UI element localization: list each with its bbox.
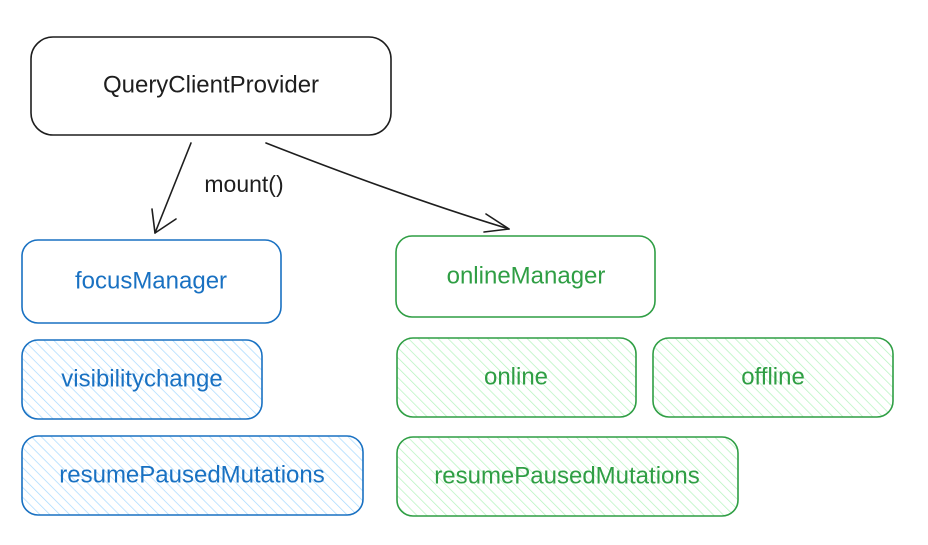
mount-edge-label: mount()	[204, 171, 283, 197]
online-resume-node: resumePausedMutations	[396, 436, 739, 517]
arrow-to-online-manager-line	[265, 142, 510, 230]
arrow-to-focus-manager-line	[154, 142, 192, 234]
online-manager-label: onlineManager	[447, 262, 606, 289]
visibility-change-node: visibilitychange	[21, 339, 263, 420]
offline-event-node: offline	[652, 337, 894, 418]
arrow-to-focus-manager	[151, 142, 192, 234]
visibility-change-label: visibilitychange	[61, 365, 222, 392]
online-resume-box	[396, 436, 739, 517]
arrow-to-focus-manager-head	[151, 208, 177, 234]
focus-resume-node: resumePausedMutations	[21, 435, 364, 516]
online-manager-node: onlineManager	[395, 235, 656, 318]
query-client-provider-node: QueryClientProvider	[30, 36, 392, 136]
focus-resume-box	[21, 435, 364, 516]
query-client-provider-box	[30, 36, 392, 136]
visibility-change-box	[21, 339, 263, 420]
online-event-box	[396, 337, 637, 418]
online-resume-label: resumePausedMutations	[434, 462, 699, 489]
online-manager-box	[395, 235, 656, 318]
focus-manager-node: focusManager	[21, 239, 282, 324]
online-event-node: online	[396, 337, 637, 418]
focus-manager-box	[21, 239, 282, 324]
arrow-to-online-manager-head	[483, 213, 510, 233]
online-event-label: online	[484, 363, 548, 390]
focus-resume-label: resumePausedMutations	[59, 461, 324, 488]
query-client-provider-label: QueryClientProvider	[103, 71, 319, 98]
offline-event-label: offline	[741, 363, 805, 390]
offline-event-box	[652, 337, 894, 418]
focus-manager-label: focusManager	[75, 267, 227, 294]
arrow-to-online-manager	[265, 142, 510, 233]
